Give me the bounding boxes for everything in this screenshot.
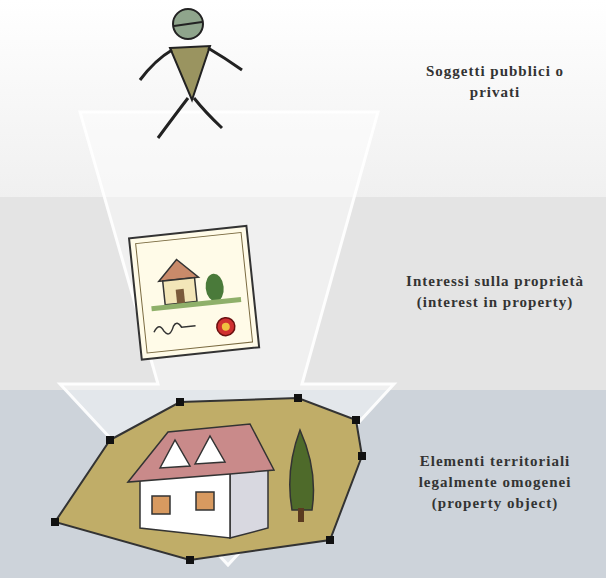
certificate-icon [129,226,259,360]
layer-label: Soggetti pubblici o privati [403,61,588,103]
layer-label: Interessi sulla proprietà (interest in p… [403,271,588,313]
parcel-house [51,394,366,564]
person-figure [140,9,242,138]
layer-label: Elementi territoriali legalmente omogene… [403,451,588,514]
